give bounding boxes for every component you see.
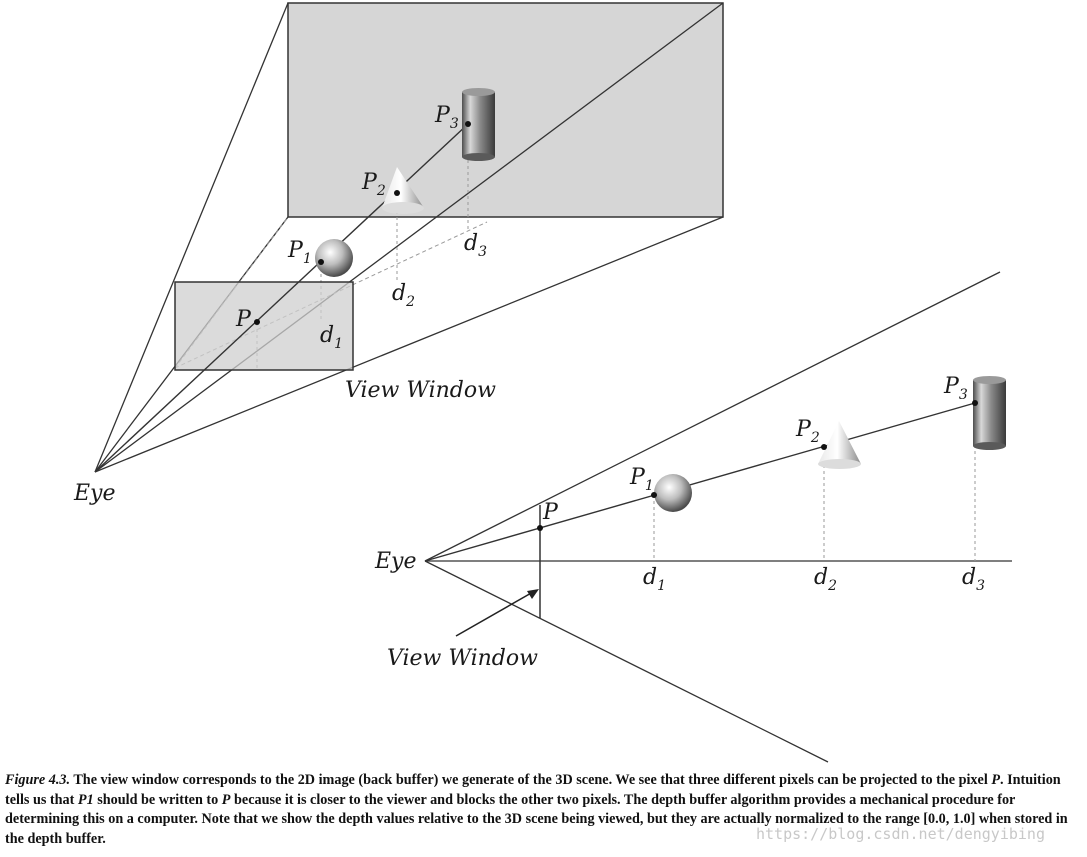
- watermark: https://blog.csdn.net/dengyibing: [756, 825, 1045, 843]
- cylinder-top: [973, 376, 1006, 384]
- frustum-edge: [94, 216, 724, 473]
- label-p-2d: P: [542, 500, 559, 525]
- caption-italic-p: P: [991, 772, 1000, 788]
- cylinder-bottom: [973, 442, 1006, 450]
- point-p: [254, 319, 260, 325]
- cone-base: [818, 459, 861, 469]
- view-window-arrow: [455, 591, 534, 637]
- caption-figure-label: Figure 4.3.: [5, 772, 71, 788]
- label-p1-3d: P1: [287, 238, 312, 267]
- caption-text: should be written to: [93, 791, 222, 808]
- label-p2-2d: P2: [795, 417, 820, 446]
- caption-italic-p: P: [221, 791, 231, 808]
- point-p3: [972, 400, 978, 406]
- cone-object: [818, 421, 861, 464]
- label-p2-3d: P2: [361, 170, 386, 199]
- frustum-lower-edge: [424, 560, 829, 763]
- label-p3-3d: P3: [434, 103, 459, 132]
- frustum-edge: [94, 2, 724, 473]
- label-d2-2d: d2: [814, 565, 837, 594]
- arrowhead: [527, 589, 539, 599]
- sphere-object: [315, 239, 353, 277]
- point-p2: [821, 444, 827, 450]
- caption-text: The view window corresponds to the 2D im…: [70, 772, 992, 788]
- label-d3-2d: d3: [962, 565, 985, 594]
- cylinder-bottom: [462, 153, 495, 161]
- side-view: Eye View Window P P1 P2 P3 d1 d2 d3: [374, 271, 1012, 763]
- sphere-object: [654, 474, 692, 512]
- label-view-window-2d: View Window: [387, 646, 538, 671]
- point-p1: [651, 492, 657, 498]
- label-eye-3d: Eye: [73, 481, 116, 506]
- label-d1-3d: d1: [320, 323, 343, 352]
- far-plane: [287, 2, 724, 218]
- frustum-upper-edge: [424, 271, 1001, 562]
- view-window-3d: [174, 281, 354, 371]
- cylinder-object: [973, 380, 1006, 446]
- caption-italic-p1: P1: [77, 791, 94, 808]
- label-d3-3d: d3: [464, 231, 487, 260]
- figure-caption: Figure 4.3. The view window corresponds …: [5, 771, 1081, 849]
- point-p2: [394, 190, 400, 196]
- cylinder-top: [462, 88, 495, 96]
- point-p3: [465, 121, 471, 127]
- cone-object: [382, 167, 424, 208]
- label-d2-3d: d2: [392, 281, 415, 310]
- label-p-3d: P: [235, 307, 252, 332]
- point-p1: [318, 259, 324, 265]
- frustum-edge: [94, 2, 289, 473]
- caption-text: . Intuition tells us that: [5, 772, 1061, 808]
- view-ray-2d: [424, 402, 976, 562]
- perspective-view: Eye View Window P P1 P2 P3 d1 d2 d3: [73, 2, 724, 506]
- label-p3-2d: P3: [943, 374, 968, 403]
- cone-base: [382, 202, 424, 214]
- label-p1-2d: P1: [629, 465, 654, 494]
- point-p: [537, 525, 543, 531]
- label-view-window-3d: View Window: [345, 378, 496, 403]
- label-eye-2d: Eye: [374, 549, 417, 574]
- label-d1-2d: d1: [643, 565, 666, 594]
- caption-text: because it is closer to the viewer and b…: [5, 791, 1068, 847]
